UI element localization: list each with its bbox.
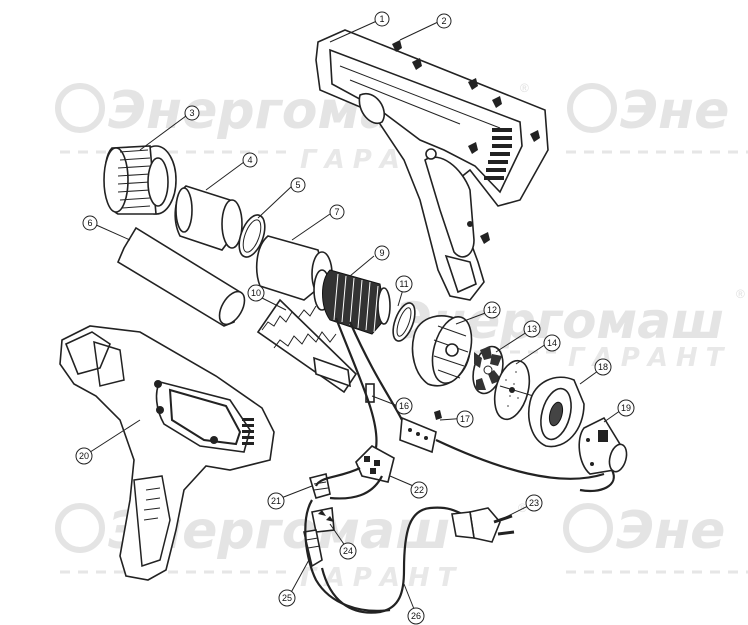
callout-23: 23 [525,494,543,512]
callout-21-label: 21 [271,496,281,506]
callout-19: 19 [617,399,635,417]
callout-13: 13 [523,320,541,338]
callout-16-label: 16 [399,401,409,411]
motor-bracket-part-18 [528,376,585,448]
callout-4-label: 4 [247,155,252,165]
callout-11: 11 [395,275,413,293]
callout-7-label: 7 [334,207,339,217]
watermark-logo-icon [55,503,105,553]
fan-housing-part-12 [411,315,473,387]
callout-3-label: 3 [189,108,194,118]
ring-part-5 [238,214,266,258]
callout-7: 7 [329,204,345,220]
callout-19-label: 19 [621,403,631,413]
callout-17: 17 [456,410,474,428]
watermark-brand-bottom-right: Эне [616,501,725,561]
callout-11-label: 11 [399,279,408,289]
callout-14-label: 14 [547,338,557,348]
callout-20-label: 20 [79,451,89,461]
callout-6: 6 [82,215,98,231]
watermark-subtitle-middle: ГАРАНТ [568,343,731,373]
callout-25: 25 [278,589,296,607]
plug-part-23 [451,507,515,543]
callout-22-label: 22 [414,485,424,495]
watermark-logo-icon [567,83,617,133]
callout-25-label: 25 [282,593,292,603]
callout-18-label: 18 [598,362,608,372]
callout-24-label: 24 [343,546,353,556]
callout-5-label: 5 [295,180,300,190]
callout-3: 3 [184,105,200,121]
callout-12-label: 12 [487,305,497,315]
callout-6-label: 6 [87,218,92,228]
callout-2-label: 2 [441,16,446,26]
callout-10-label: 10 [251,288,261,298]
nozzle-part-3 [103,145,177,215]
callout-18: 18 [594,358,612,376]
callout-22: 22 [410,481,428,499]
callout-17-label: 17 [460,414,470,424]
terminal-board-part-17 [399,410,442,454]
motor-part-19 [578,416,628,475]
watermark-logo-icon [563,503,613,553]
callout-1: 1 [374,11,390,27]
leader-lines [83,19,625,615]
callout-16: 16 [395,397,413,415]
impeller-part-13 [472,345,504,395]
wiring [304,317,615,614]
callout-10: 10 [247,284,265,302]
callout-9-label: 9 [379,248,384,258]
callout-26-label: 26 [411,611,421,621]
callout-23-label: 23 [529,498,539,508]
watermark-logo-icon [55,83,105,133]
callout-20: 20 [75,447,93,465]
callout-2: 2 [436,13,452,29]
callout-24: 24 [339,542,357,560]
cord-sleeve-part-25 [303,529,323,568]
callout-4: 4 [242,152,258,168]
callout-5: 5 [290,177,306,193]
callout-26: 26 [407,607,425,625]
watermark-registered-middle: ® [736,287,745,301]
callout-12: 12 [483,301,501,319]
mica-sheet-part-10 [256,298,358,394]
cord-clamp-part-24 [311,507,335,533]
mica-tube-part-6 [116,226,246,327]
heating-element-part-9 [313,269,391,335]
ring-part-11 [392,302,416,342]
callout-21: 21 [267,492,285,510]
screws-part-2 [392,40,540,244]
watermark-registered-bottom: ® [518,501,527,515]
callout-14: 14 [543,334,561,352]
switch-part-22 [355,445,395,483]
callout-13-label: 13 [527,324,537,334]
tube-part-4 [174,185,243,251]
callout-9: 9 [374,245,390,261]
housing-half-part-1 [315,29,549,301]
watermark-registered-top: ® [520,81,529,95]
housing-half-part-20 [59,325,275,581]
callout-1-label: 1 [379,14,384,24]
watermark-brand-top-right: Эне [620,81,729,141]
